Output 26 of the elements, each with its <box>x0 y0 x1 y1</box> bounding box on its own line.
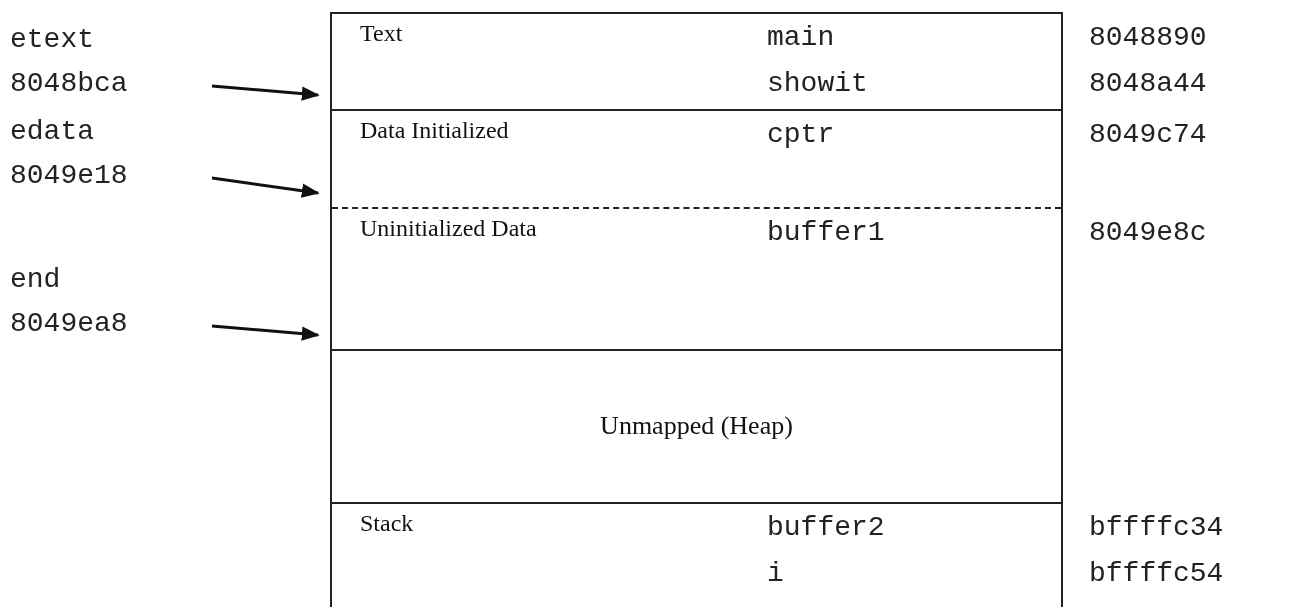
symbol-address-label: 8048bca <box>10 67 128 101</box>
address-label: 8049e8c <box>1089 216 1207 250</box>
segment-label: Uninitialized Data <box>360 215 537 242</box>
symbol-name: i <box>767 557 784 591</box>
address-label: 8049c74 <box>1089 118 1207 152</box>
symbol-name: main <box>767 21 835 55</box>
symbol-name: buffer2 <box>767 511 885 545</box>
segment-label: Unmapped (Heap) <box>599 411 794 441</box>
symbol-address-label: 8049e18 <box>10 159 128 193</box>
symbol-address-label: 8049ea8 <box>10 307 128 341</box>
address-label: bffffc34 <box>1089 511 1224 545</box>
symbol-address-label: etext <box>10 23 94 57</box>
arrow <box>211 176 320 198</box>
segment-label: Text <box>360 20 403 47</box>
symbol-address-label: end <box>10 263 61 297</box>
arrow <box>211 324 320 341</box>
symbol-name: buffer1 <box>767 216 885 250</box>
address-label: 8048a44 <box>1089 67 1207 101</box>
arrow <box>211 84 320 101</box>
symbol-name: showit <box>767 67 868 101</box>
address-label: 8048890 <box>1089 21 1207 55</box>
symbol-address-label: edata <box>10 115 94 149</box>
segment-label: Stack <box>360 510 414 537</box>
symbol-name: cptr <box>767 118 835 152</box>
address-label: bffffc54 <box>1089 557 1224 591</box>
segment-label: Data Initialized <box>360 117 509 144</box>
